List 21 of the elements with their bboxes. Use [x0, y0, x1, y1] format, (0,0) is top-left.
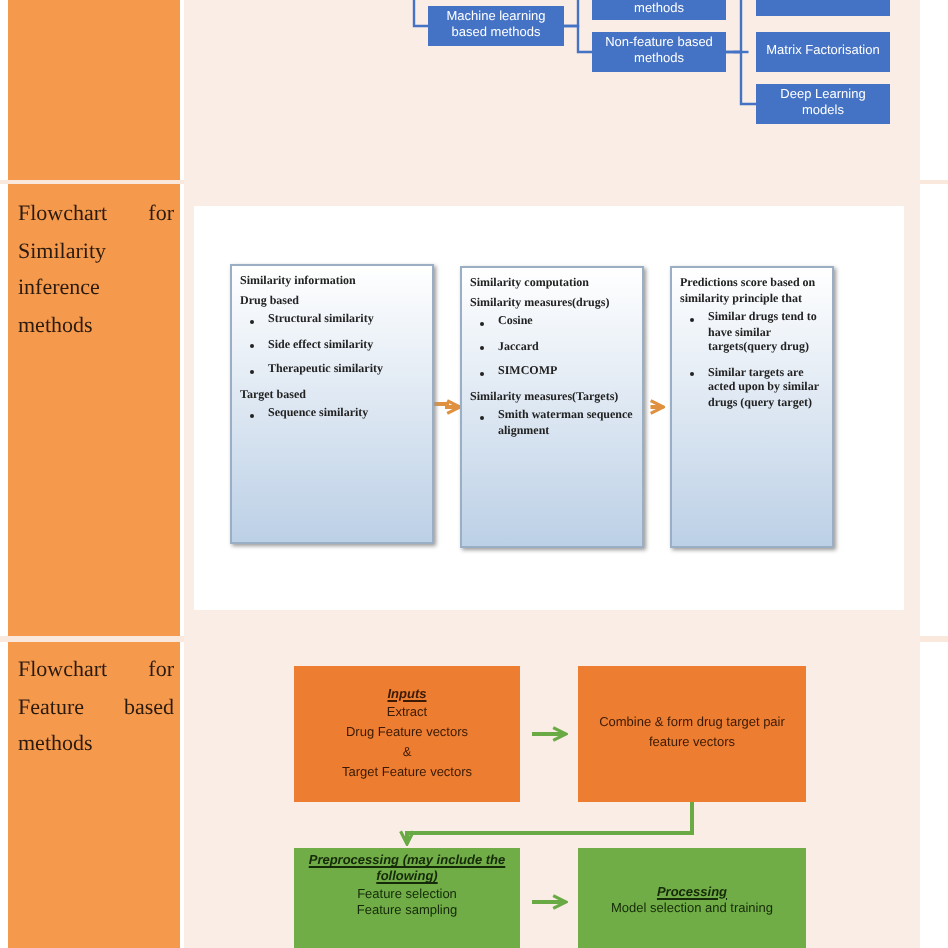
process-box	[578, 848, 806, 948]
process-box	[670, 266, 834, 548]
method-box	[756, 32, 890, 72]
process-box	[294, 848, 520, 948]
process-box	[230, 264, 434, 544]
arrow	[399, 802, 694, 846]
process-box	[460, 266, 644, 548]
process-box	[578, 666, 806, 802]
method-box	[592, 32, 726, 72]
connector-line	[564, 24, 592, 54]
method-box	[756, 84, 890, 124]
connector-line	[726, 50, 756, 106]
connector-line	[412, 0, 428, 28]
arrow	[434, 399, 462, 415]
method-box	[428, 6, 564, 46]
arrow	[532, 726, 568, 742]
row-heading: Flowchart for Feature based methods	[18, 656, 174, 761]
row-heading: Flowchart for Similarity inference methods	[18, 200, 174, 343]
arrow	[532, 894, 568, 910]
process-box	[294, 666, 520, 802]
arrow	[649, 399, 666, 415]
